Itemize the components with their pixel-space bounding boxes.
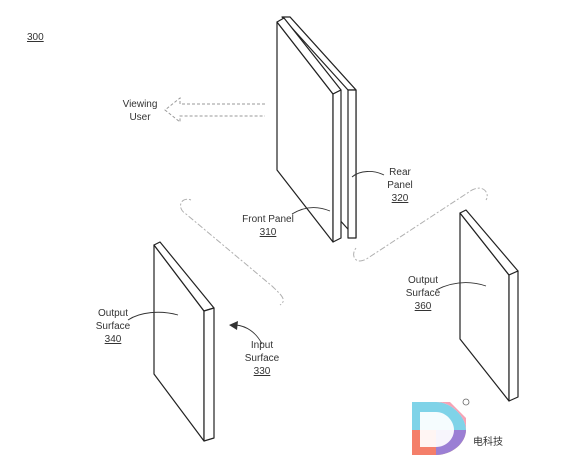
figure-number: 300 [27, 32, 44, 43]
svg-text:320: 320 [392, 193, 409, 204]
watermark-logo [412, 398, 470, 455]
svg-text:Surface: Surface [96, 321, 131, 332]
svg-text:360: 360 [415, 301, 432, 312]
output-surface-340-label: Output Surface 340 [96, 308, 131, 345]
svg-text:Surface: Surface [406, 288, 441, 299]
svg-text:340: 340 [105, 334, 122, 345]
output-surface-340 [153, 241, 215, 442]
svg-text:Viewing: Viewing [123, 99, 158, 110]
svg-text:Surface: Surface [245, 353, 280, 364]
svg-text:Panel: Panel [387, 180, 413, 191]
input-surface-label: Input Surface 330 [245, 340, 280, 377]
watermark-text: 电科技 [473, 435, 503, 448]
front-panel-leader [291, 207, 331, 215]
projection-brace-right [353, 187, 488, 262]
output-surface-360-label: Output Surface 360 [406, 275, 441, 312]
output-surface-360-leader [435, 282, 487, 291]
output-surface-360 [459, 209, 519, 402]
viewing-direction-arrow [164, 96, 265, 124]
svg-text:Input: Input [251, 340, 273, 351]
svg-text:Output: Output [408, 275, 438, 286]
svg-text:Front Panel: Front Panel [242, 214, 294, 225]
viewing-user-label: Viewing User [123, 99, 158, 123]
front-panel [276, 17, 342, 243]
output-surface-340-leader [127, 311, 179, 321]
svg-text:Rear: Rear [389, 167, 411, 178]
projection-brace-left [180, 198, 284, 306]
rear-panel-label: Rear Panel 320 [387, 167, 413, 204]
svg-text:User: User [129, 112, 151, 123]
svg-text:310: 310 [260, 227, 277, 238]
svg-text:330: 330 [254, 366, 271, 377]
svg-text:Output: Output [98, 308, 128, 319]
input-surface-arrow [229, 321, 263, 345]
front-panel-label: Front Panel 310 [242, 214, 294, 238]
rear-panel-leader [351, 171, 385, 178]
watermark: 电科技 [412, 398, 503, 455]
